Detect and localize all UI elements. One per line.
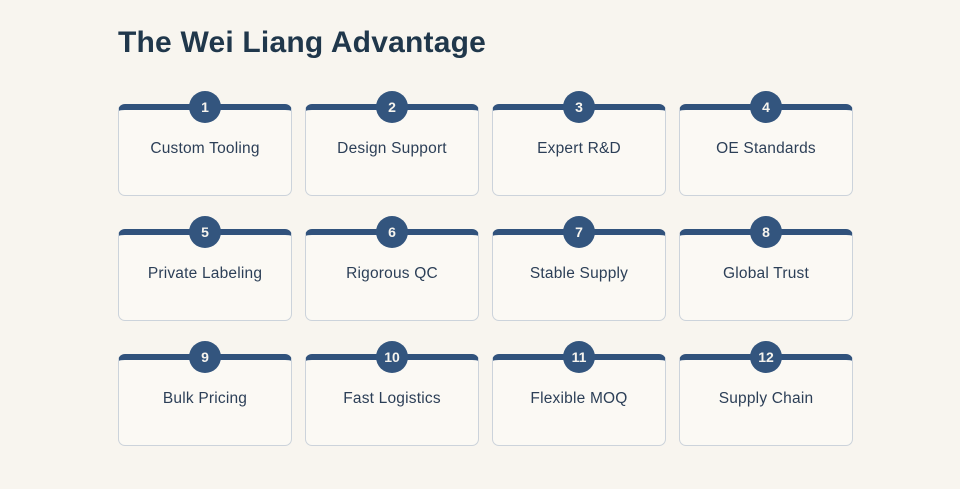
number-badge: 6 xyxy=(376,216,408,248)
advantage-card: 7 Stable Supply xyxy=(492,216,666,321)
advantage-card: 3 Expert R&D xyxy=(492,91,666,196)
number-badge: 1 xyxy=(189,91,221,123)
number-badge: 7 xyxy=(563,216,595,248)
advantage-card-label: Bulk Pricing xyxy=(162,390,248,407)
number-badge: 10 xyxy=(376,341,408,373)
advantage-card: 9 Bulk Pricing xyxy=(118,341,292,446)
advantage-card-label: Flexible MOQ xyxy=(530,390,628,407)
advantage-card: 2 Design Support xyxy=(305,91,479,196)
advantage-card-label: OE Standards xyxy=(716,140,816,157)
advantage-card: 12 Supply Chain xyxy=(679,341,853,446)
advantage-card-label: Fast Logistics xyxy=(343,390,441,407)
advantage-card: 10 Fast Logistics xyxy=(305,341,479,446)
advantage-card-label: Rigorous QC xyxy=(346,265,438,282)
advantage-grid: 1 Custom Tooling 2 Design Support 3 Expe… xyxy=(118,91,853,446)
advantage-card: 8 Global Trust xyxy=(679,216,853,321)
advantage-card-label: Custom Tooling xyxy=(150,140,260,157)
number-badge: 12 xyxy=(750,341,782,373)
page-title: The Wei Liang Advantage xyxy=(118,26,486,59)
number-badge: 2 xyxy=(376,91,408,123)
advantage-card-label: Supply Chain xyxy=(718,390,814,407)
number-badge: 8 xyxy=(750,216,782,248)
number-badge: 9 xyxy=(189,341,221,373)
advantage-card: 6 Rigorous QC xyxy=(305,216,479,321)
number-badge: 5 xyxy=(189,216,221,248)
number-badge: 4 xyxy=(750,91,782,123)
advantage-card: 11 Flexible MOQ xyxy=(492,341,666,446)
advantage-card: 4 OE Standards xyxy=(679,91,853,196)
number-badge: 3 xyxy=(563,91,595,123)
advantage-card-label: Design Support xyxy=(337,140,447,157)
advantage-card-label: Private Labeling xyxy=(147,265,263,282)
number-badge: 11 xyxy=(563,341,595,373)
advantage-card: 5 Private Labeling xyxy=(118,216,292,321)
advantage-card-label: Global Trust xyxy=(723,265,809,282)
advantage-card: 1 Custom Tooling xyxy=(118,91,292,196)
advantage-card-label: Expert R&D xyxy=(537,140,621,157)
advantage-card-label: Stable Supply xyxy=(529,265,629,282)
